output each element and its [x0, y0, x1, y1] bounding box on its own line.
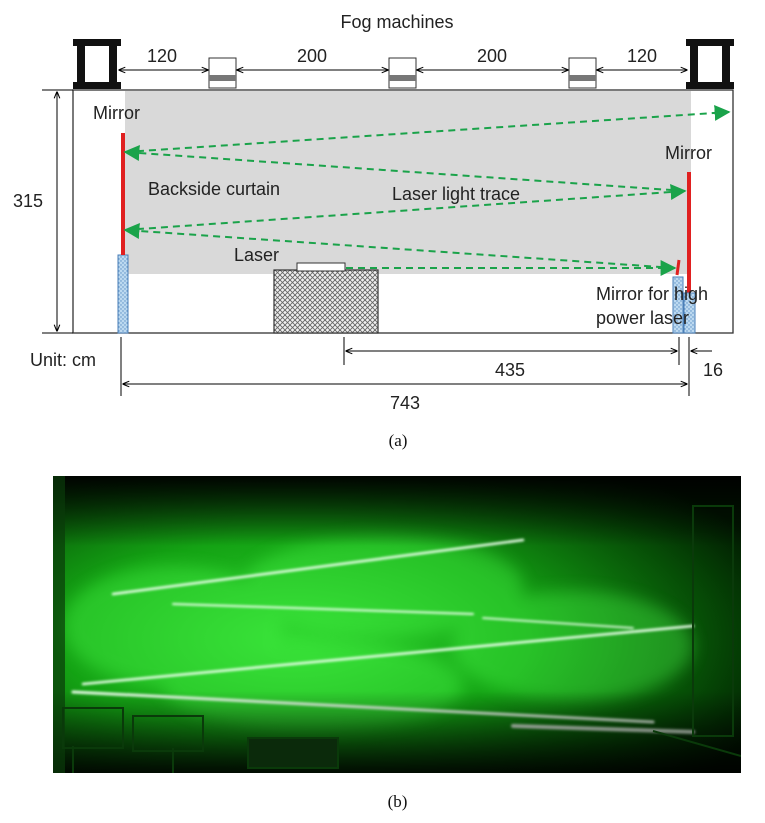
- laser-box: [273, 269, 379, 334]
- caption-a: (a): [389, 431, 408, 450]
- caption-b: (b): [387, 792, 408, 811]
- fog-machine-1: [208, 57, 237, 89]
- laser-trace: [123, 104, 731, 276]
- dim-label-120-left: 120: [147, 46, 177, 66]
- laser-fog-photo: [53, 476, 741, 773]
- dim-label-120-right: 120: [627, 46, 657, 66]
- left-frame-structure: [73, 39, 121, 89]
- left-wall-edge: [53, 476, 65, 773]
- dim-label-200-right: 200: [477, 46, 507, 66]
- laser-label: Laser: [234, 245, 279, 265]
- fog-machine-2: [388, 57, 417, 89]
- right-pillar-1: [672, 276, 684, 334]
- ceiling-shadow: [53, 476, 741, 546]
- left-pillar: [117, 254, 129, 334]
- dim-label-16: 16: [703, 360, 723, 380]
- floor-shadow: [53, 691, 741, 773]
- backside-curtain-label: Backside curtain: [148, 179, 280, 199]
- dim-label-435: 435: [495, 360, 525, 380]
- laser-head: [296, 262, 346, 272]
- photo-drawing: [53, 476, 741, 773]
- furniture-silhouettes: [62, 505, 741, 773]
- dim-label-743: 743: [390, 393, 420, 413]
- mirror-right-label: Mirror: [665, 143, 712, 163]
- laser-light-trace-label: Laser light trace: [392, 184, 520, 204]
- right-pillar-2: [683, 292, 696, 334]
- dim-label-200-left: 200: [297, 46, 327, 66]
- fog-machines-label: Fog machines: [340, 12, 453, 32]
- mirror-high-power-label-line2: power laser: [596, 308, 689, 328]
- high-power-mirror: [675, 259, 681, 276]
- unit-label: Unit: cm: [30, 350, 96, 370]
- schematic-diagram: Fog machines 120 200 200 120 315: [13, 12, 734, 450]
- fog-machine-3: [568, 57, 597, 89]
- right-frame-structure: [686, 39, 734, 89]
- mirror-high-power-label-line1: Mirror for high: [596, 284, 708, 304]
- mirror-left-label: Mirror: [93, 103, 140, 123]
- height-label: 315: [13, 191, 43, 211]
